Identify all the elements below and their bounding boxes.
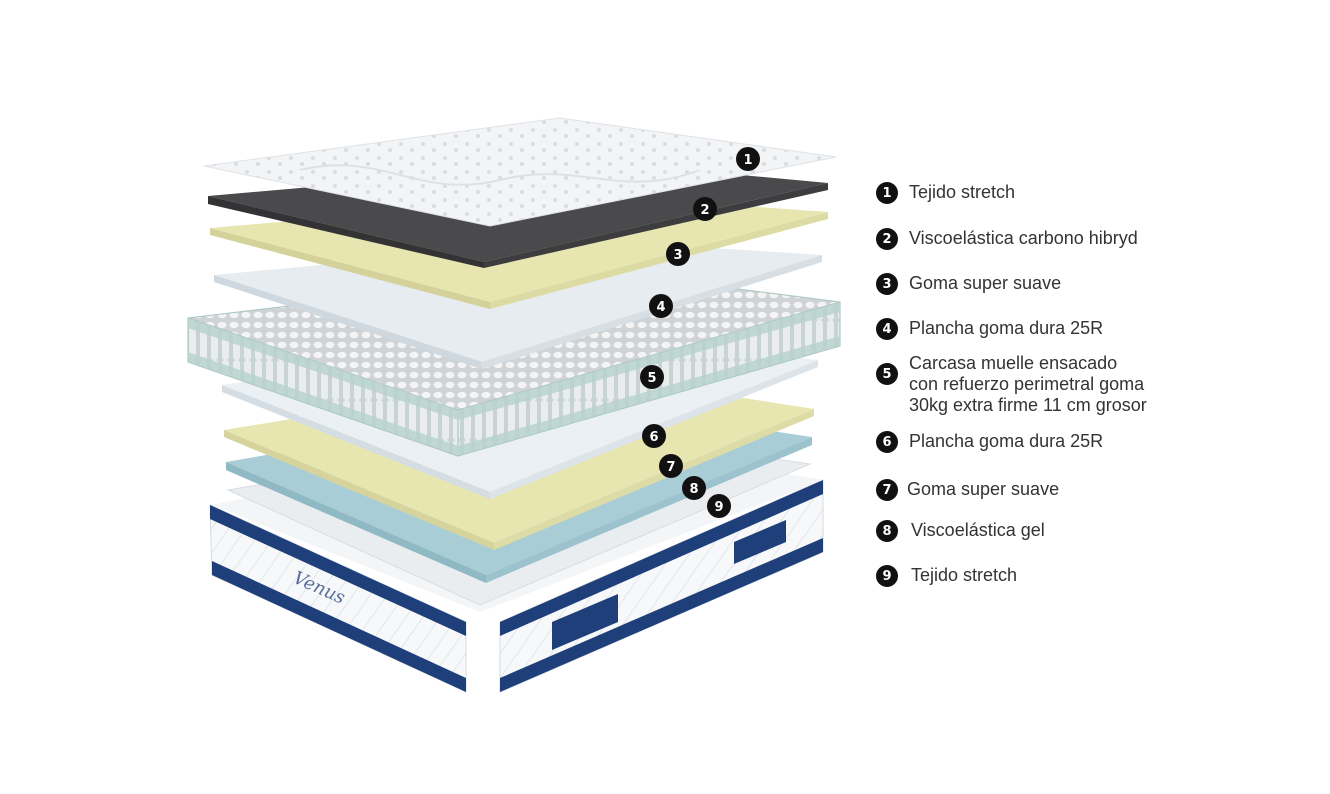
legend-label: Carcasa muelle ensacado con refuerzo per… — [909, 353, 1147, 415]
marker-6: 6 — [642, 424, 666, 448]
legend-item-8: 8 Viscoelástica gel — [876, 520, 1045, 542]
legend-label: Tejido stretch — [909, 182, 1016, 202]
marker-8: 8 — [682, 476, 706, 500]
marker-3: 3 — [666, 242, 690, 266]
marker-5: 5 — [640, 365, 664, 389]
legend-item-2: 2 Viscoelástica carbono hibryd — [876, 228, 1138, 250]
legend-badge: 5 — [876, 363, 898, 385]
marker-4: 4 — [649, 294, 673, 318]
legend-badge: 8 — [876, 520, 898, 542]
svg-text:8: 8 — [689, 482, 698, 497]
legend-badge: 3 — [876, 273, 898, 295]
legend-badge: 4 — [876, 318, 898, 340]
marker-2: 2 — [693, 197, 717, 221]
svg-text:6: 6 — [649, 430, 658, 445]
legend-badge: 7 — [876, 479, 898, 501]
legend-label: Plancha goma dura 25R — [909, 431, 1104, 451]
svg-text:7: 7 — [666, 460, 675, 475]
legend-label: Goma super suave — [907, 479, 1060, 499]
layer-1-fabric — [203, 117, 837, 227]
svg-text:4: 4 — [656, 300, 665, 315]
legend-badge: 6 — [876, 431, 898, 453]
legend-label: Viscoelástica gel — [911, 520, 1045, 540]
svg-text:2: 2 — [700, 203, 709, 218]
legend-badge: 9 — [876, 565, 898, 587]
legend-item-9: 9 Tejido stretch — [876, 565, 1017, 587]
legend-item-1: 1 Tejido stretch — [876, 182, 1015, 204]
legend-item-7: 7 Goma super suave — [876, 479, 1059, 501]
legend-item-3: 3 Goma super suave — [876, 273, 1061, 295]
legend-item-4: 4 Plancha goma dura 25R — [876, 318, 1103, 340]
legend-item-6: 6 Plancha goma dura 25R — [876, 431, 1103, 453]
legend-label: Plancha goma dura 25R — [909, 318, 1104, 338]
svg-text:9: 9 — [714, 500, 723, 515]
legend-badge: 2 — [876, 228, 898, 250]
svg-text:3: 3 — [673, 248, 682, 263]
marker-1: 1 — [736, 147, 760, 171]
layer-legend: 1 Tejido stretch 2 Viscoelástica carbono… — [876, 0, 1316, 794]
legend-badge: 1 — [876, 182, 898, 204]
svg-text:1: 1 — [743, 153, 752, 168]
marker-7: 7 — [659, 454, 683, 478]
legend-label: Viscoelástica carbono hibryd — [909, 228, 1138, 248]
svg-text:5: 5 — [647, 371, 656, 386]
legend-item-5: 5 Carcasa muelle ensacado con refuerzo p… — [876, 353, 1147, 416]
legend-label: Tejido stretch — [911, 565, 1018, 585]
legend-label: Goma super suave — [909, 273, 1062, 293]
marker-9: 9 — [707, 494, 731, 518]
